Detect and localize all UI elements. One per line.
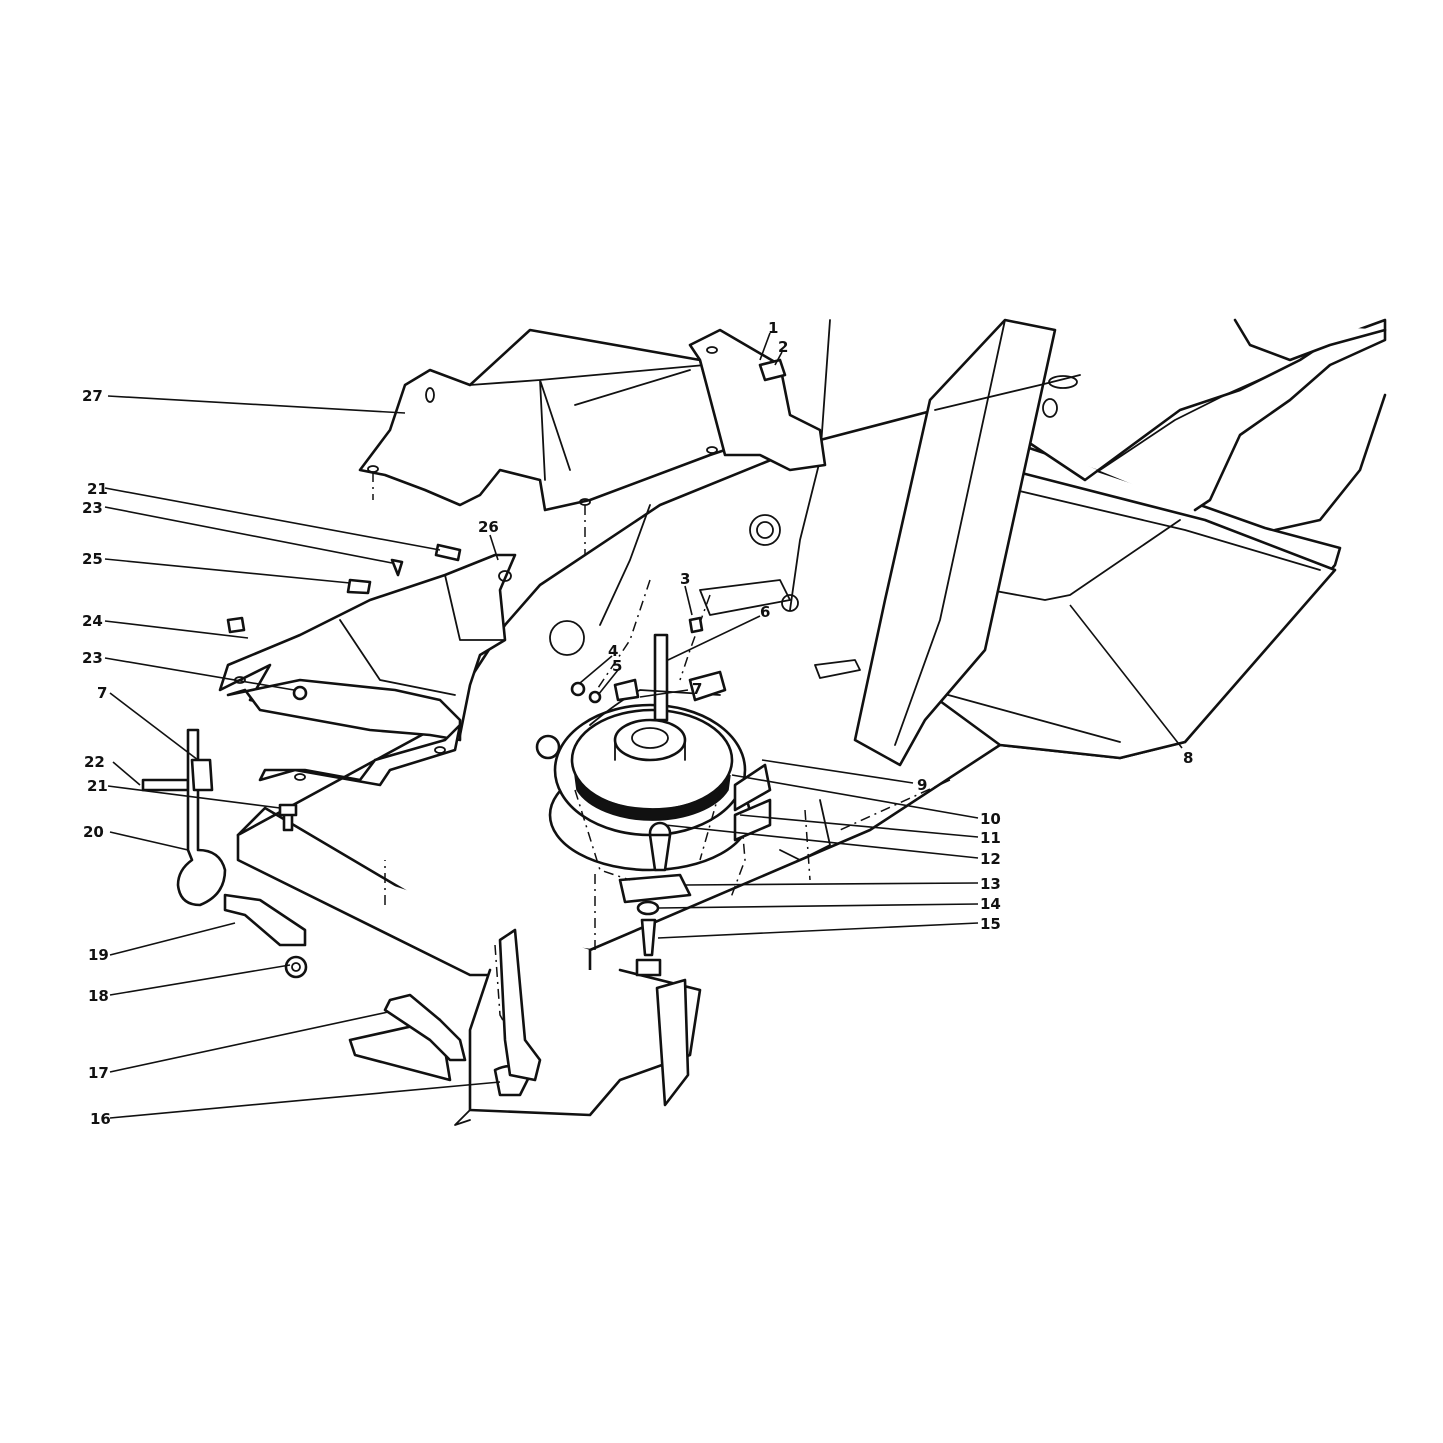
callout-25: 25 (82, 550, 103, 568)
callouts: 27 21 23 25 24 23 7 22 21 20 19 18 17 16… (82, 319, 1193, 1128)
callout-2: 2 (778, 338, 788, 356)
callout-27: 27 (82, 387, 103, 405)
leader-lines (104, 332, 1183, 1119)
callout-4: 4 (608, 642, 618, 660)
callout-13: 13 (980, 875, 1001, 893)
callout-23b: 23 (82, 649, 103, 667)
callout-8: 8 (1183, 749, 1193, 767)
callout-26: 26 (478, 518, 499, 536)
electric-clutch-assembly (535, 633, 772, 977)
hardware (141, 358, 787, 1097)
callout-6: 6 (760, 603, 770, 621)
callout-7a: 7 (97, 684, 107, 702)
callout-7b: 7 (692, 680, 702, 698)
callout-3: 3 (680, 570, 690, 588)
callout-18: 18 (88, 987, 109, 1005)
callout-10: 10 (980, 810, 1001, 828)
callout-5: 5 (612, 657, 622, 675)
chassis-frame (236, 318, 1387, 1126)
callout-24: 24 (82, 612, 103, 630)
callout-11: 11 (980, 829, 1001, 847)
callout-21a: 21 (87, 480, 108, 498)
callout-16: 16 (90, 1110, 111, 1128)
callout-23a: 23 (82, 499, 103, 517)
callout-14: 14 (980, 895, 1001, 913)
callout-1: 1 (768, 319, 778, 337)
callout-20: 20 (83, 823, 104, 841)
callout-21b: 21 (87, 777, 108, 795)
part-27-upper-shield (358, 328, 827, 555)
callout-19: 19 (88, 946, 109, 964)
callout-22: 22 (84, 753, 105, 771)
callout-15: 15 (980, 915, 1001, 933)
callout-9: 9 (917, 776, 927, 794)
callout-17: 17 (88, 1064, 109, 1082)
callout-12: 12 (980, 850, 1001, 868)
